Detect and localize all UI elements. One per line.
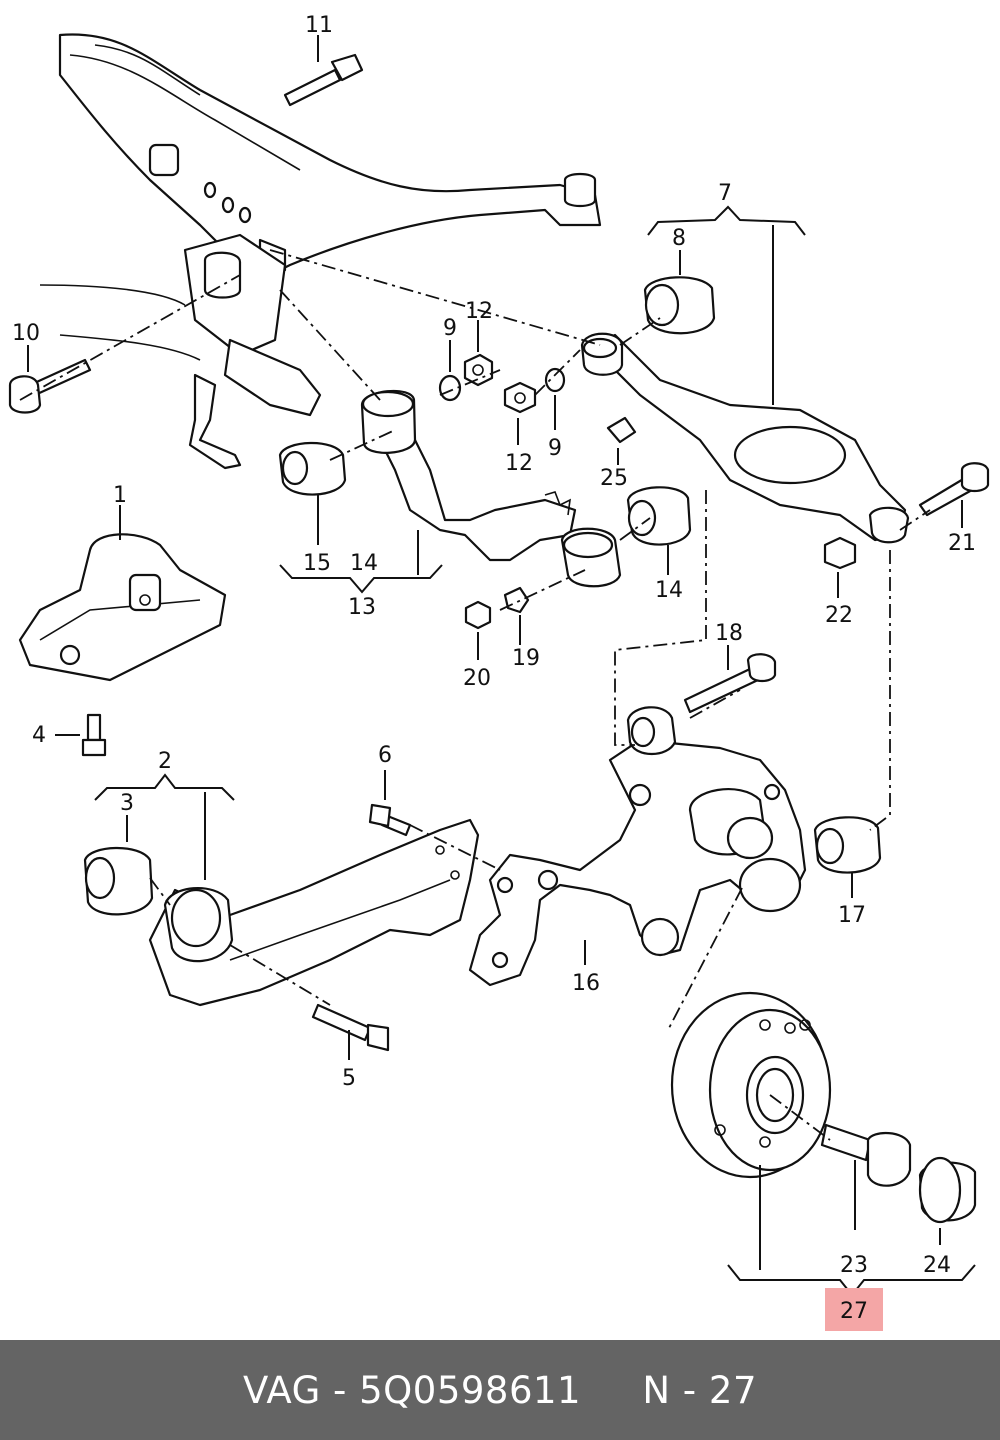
bolt-11 bbox=[283, 35, 364, 107]
label-10: 10 bbox=[12, 321, 40, 346]
nut-12-lower bbox=[503, 381, 537, 445]
mount-bracket-1 bbox=[18, 505, 227, 682]
bolt-18 bbox=[683, 645, 777, 714]
bushing-15 bbox=[278, 441, 347, 545]
label-12-upper: 12 bbox=[465, 299, 493, 324]
control-arm-13 bbox=[360, 389, 622, 588]
wheel-hub bbox=[670, 991, 832, 1270]
subframe bbox=[39, 33, 602, 470]
clip-19 bbox=[503, 586, 530, 645]
hub-bolt-23 bbox=[820, 1123, 912, 1230]
washer-9-lower bbox=[544, 367, 566, 430]
label-19: 19 bbox=[512, 646, 540, 671]
bushing-18-eye bbox=[626, 706, 677, 755]
label-23: 23 bbox=[840, 1253, 868, 1278]
label-4: 4 bbox=[32, 723, 46, 748]
nut-12-upper bbox=[463, 320, 494, 387]
label-6: 6 bbox=[378, 743, 392, 768]
label-12-lower: 12 bbox=[505, 451, 533, 476]
bushing-8 bbox=[643, 250, 716, 335]
screw-4 bbox=[55, 713, 107, 757]
label-24: 24 bbox=[923, 1253, 951, 1278]
label-15: 15 bbox=[303, 551, 331, 576]
part-labels: 11 7 8 10 9 12 12 9 25 21 1 15 14 13 14 … bbox=[12, 13, 976, 1324]
label-9-lower: 9 bbox=[548, 436, 562, 461]
label-25: 25 bbox=[600, 466, 628, 491]
label-14-right: 14 bbox=[655, 578, 683, 603]
bolt-10 bbox=[8, 345, 92, 414]
footer-text: VAG - 5Q0598611 N - 27 bbox=[242, 1368, 758, 1412]
part-number-footer: VAG - 5Q0598611 N - 27 bbox=[0, 1340, 1000, 1440]
highlight-box bbox=[825, 1288, 883, 1331]
label-27: 27 bbox=[840, 1299, 868, 1324]
label-17: 17 bbox=[838, 903, 866, 928]
bolt-21 bbox=[918, 462, 990, 528]
label-9-upper: 9 bbox=[443, 316, 457, 341]
label-22: 22 bbox=[825, 603, 853, 628]
bushing-3 bbox=[83, 815, 154, 916]
label-11: 11 bbox=[305, 13, 333, 38]
label-8: 8 bbox=[672, 226, 686, 251]
label-13: 13 bbox=[348, 595, 376, 620]
dust-cap-24 bbox=[918, 1156, 977, 1245]
label-2: 2 bbox=[158, 749, 172, 774]
label-7: 7 bbox=[718, 181, 732, 206]
nut-20 bbox=[464, 600, 492, 660]
control-arm-7 bbox=[580, 332, 910, 544]
label-3: 3 bbox=[120, 791, 134, 816]
label-18: 18 bbox=[715, 621, 743, 646]
bolt-6 bbox=[368, 770, 412, 837]
bushing-14 bbox=[626, 486, 692, 575]
label-16: 16 bbox=[572, 971, 600, 996]
label-5: 5 bbox=[342, 1066, 356, 1091]
label-21: 21 bbox=[948, 531, 976, 556]
bushing-17 bbox=[813, 816, 882, 898]
exploded-parts-diagram: 11 7 8 10 9 12 12 9 25 21 1 15 14 13 14 … bbox=[8, 13, 990, 1331]
plug-25 bbox=[606, 416, 637, 465]
assembly-lines bbox=[19, 249, 931, 1141]
washer-9-upper bbox=[438, 340, 462, 402]
bolt-5 bbox=[311, 1003, 390, 1060]
label-20: 20 bbox=[463, 666, 491, 691]
nut-22 bbox=[823, 536, 857, 598]
label-14-left: 14 bbox=[350, 551, 378, 576]
label-1: 1 bbox=[113, 483, 127, 508]
trailing-arm-2 bbox=[148, 818, 480, 1007]
wheel-carrier-16 bbox=[468, 738, 807, 987]
